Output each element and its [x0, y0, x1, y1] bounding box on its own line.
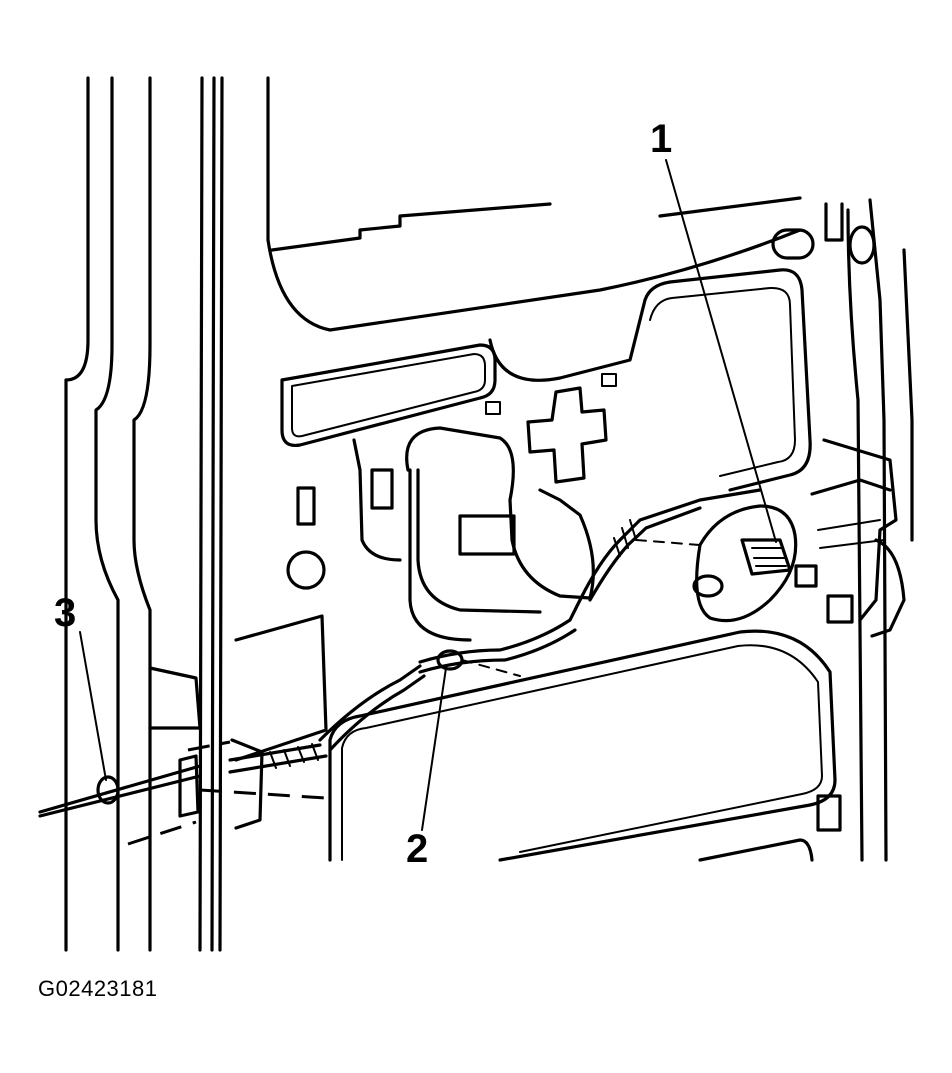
harness-clip-2 [436, 649, 521, 677]
figure-id: G02423181 [38, 976, 158, 1001]
pillar-bracket [127, 614, 328, 846]
door-pillar [64, 76, 270, 952]
lower-window-opening [328, 629, 842, 862]
wiring-harness [38, 488, 762, 818]
callout-3: 3 [54, 591, 76, 635]
harness-conduit [352, 426, 595, 642]
callout-2: 2 [406, 827, 428, 871]
door-lock-mechanism [794, 438, 906, 638]
connector-1 [635, 504, 798, 623]
callout-1: 1 [650, 117, 672, 161]
door-inner-panel [266, 196, 914, 862]
grommet-3 [96, 775, 120, 805]
leader-lines [79, 159, 777, 831]
